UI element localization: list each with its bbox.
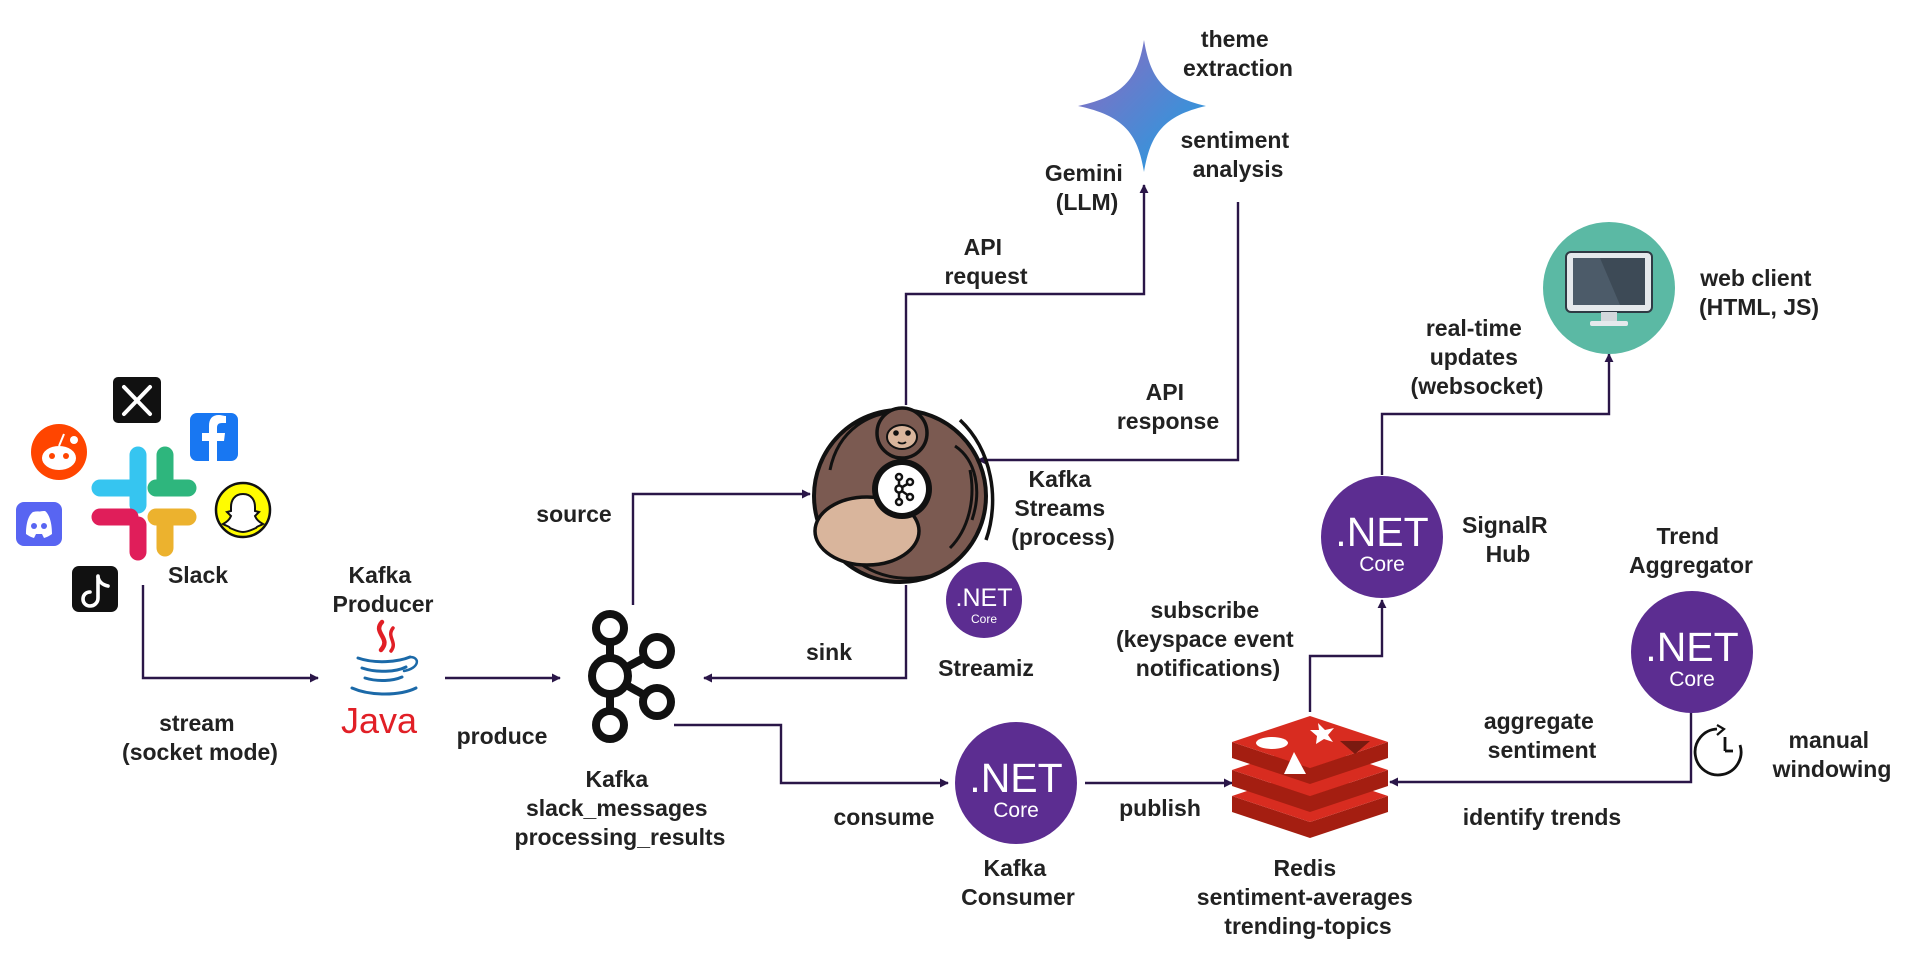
java-wordmark: Java [341, 700, 418, 741]
label-slack: Slack [168, 562, 228, 588]
svg-text:.NET: .NET [1645, 624, 1738, 670]
arrow-kafka-source-to-streams [631, 489, 811, 605]
arrow-slack-to-producer [141, 585, 319, 683]
redis-icon [1232, 716, 1388, 838]
diagram-labels: Slack stream (socket mode) Kafka Produce… [122, 26, 1891, 939]
label-publish: publish [1119, 795, 1201, 821]
label-stream: stream (socket mode) [122, 710, 278, 765]
arrow-streams-sink-to-kafka [703, 585, 908, 683]
dotnet-core-icon-streamiz: .NET Core [946, 562, 1022, 638]
label-api-request: API request [944, 234, 1027, 289]
label-sink: sink [806, 639, 852, 665]
svg-text:.NET: .NET [1335, 509, 1428, 555]
label-consume: consume [834, 804, 935, 830]
label-source: source [536, 501, 611, 527]
svg-text:Core: Core [1359, 553, 1405, 576]
arrow-signalr-to-webclient [1380, 353, 1614, 475]
snapchat-icon [214, 481, 272, 539]
dotnet-core-icon-signalr: .NET Core [1321, 476, 1443, 598]
arrow-gemini-response-to-streams [977, 202, 1240, 465]
svg-text:Core: Core [993, 799, 1039, 822]
label-api-response: API response [1117, 379, 1219, 434]
gemini-star-icon [1078, 40, 1206, 172]
label-kafka-streams: Kafka Streams (process) [1011, 466, 1115, 550]
label-web-client: web client (HTML, JS) [1699, 265, 1819, 320]
flow-arrows [141, 184, 1693, 788]
discord-icon [16, 502, 62, 546]
label-kafka-producer: Kafka Producer [333, 562, 434, 617]
kafka-icon [588, 610, 675, 743]
kafka-streams-sloth-icon [812, 406, 995, 584]
label-signalr-hub: SignalR Hub [1462, 512, 1554, 567]
dotnet-core-icon-kafka-consumer: .NET Core [955, 722, 1077, 844]
arrow-streams-to-gemini [904, 184, 1149, 405]
dotnet-core-icon-trend-aggregator: .NET Core [1631, 591, 1753, 713]
reddit-icon [31, 424, 87, 480]
label-aggregate-sentiment: aggregate sentiment [1484, 708, 1600, 763]
social-icons [16, 377, 272, 612]
label-subscribe: subscribe (keyspace event notifications) [1116, 597, 1300, 681]
svg-text:Core: Core [1669, 668, 1715, 691]
label-produce: produce [457, 723, 548, 749]
label-streamiz: Streamiz [938, 655, 1034, 681]
label-theme-extraction: theme extraction [1183, 26, 1293, 81]
label-sentiment-analysis: sentiment analysis [1180, 127, 1295, 182]
arrow-aggregator-to-redis [1389, 712, 1693, 787]
label-redis: Redis sentiment-averages trending-topics [1197, 855, 1419, 939]
label-gemini: Gemini (LLM) [1045, 160, 1129, 215]
web-client-monitor-icon [1543, 222, 1675, 354]
tiktok-icon [72, 566, 118, 612]
java-icon: Java [341, 619, 418, 741]
label-kafka-topics: Kafka slack_messages processing_results [515, 766, 726, 850]
facebook-icon [190, 413, 238, 461]
label-realtime-updates: real-time updates (websocket) [1411, 315, 1544, 399]
x-icon [113, 377, 161, 423]
label-manual-windowing: manual windowing [1772, 727, 1892, 782]
clock-icon [1693, 724, 1743, 777]
slack-icon [91, 446, 197, 561]
svg-text:.NET: .NET [956, 584, 1013, 612]
arrow-kafka-to-consumer [674, 723, 949, 788]
label-trend-aggregator: Trend Aggregator [1629, 523, 1753, 578]
arrow-redis-to-signalr [1308, 599, 1387, 712]
svg-text:Core: Core [971, 612, 997, 626]
svg-text:.NET: .NET [969, 755, 1062, 801]
label-kafka-consumer: Kafka Consumer [961, 855, 1075, 910]
label-identify-trends: identify trends [1463, 804, 1621, 830]
